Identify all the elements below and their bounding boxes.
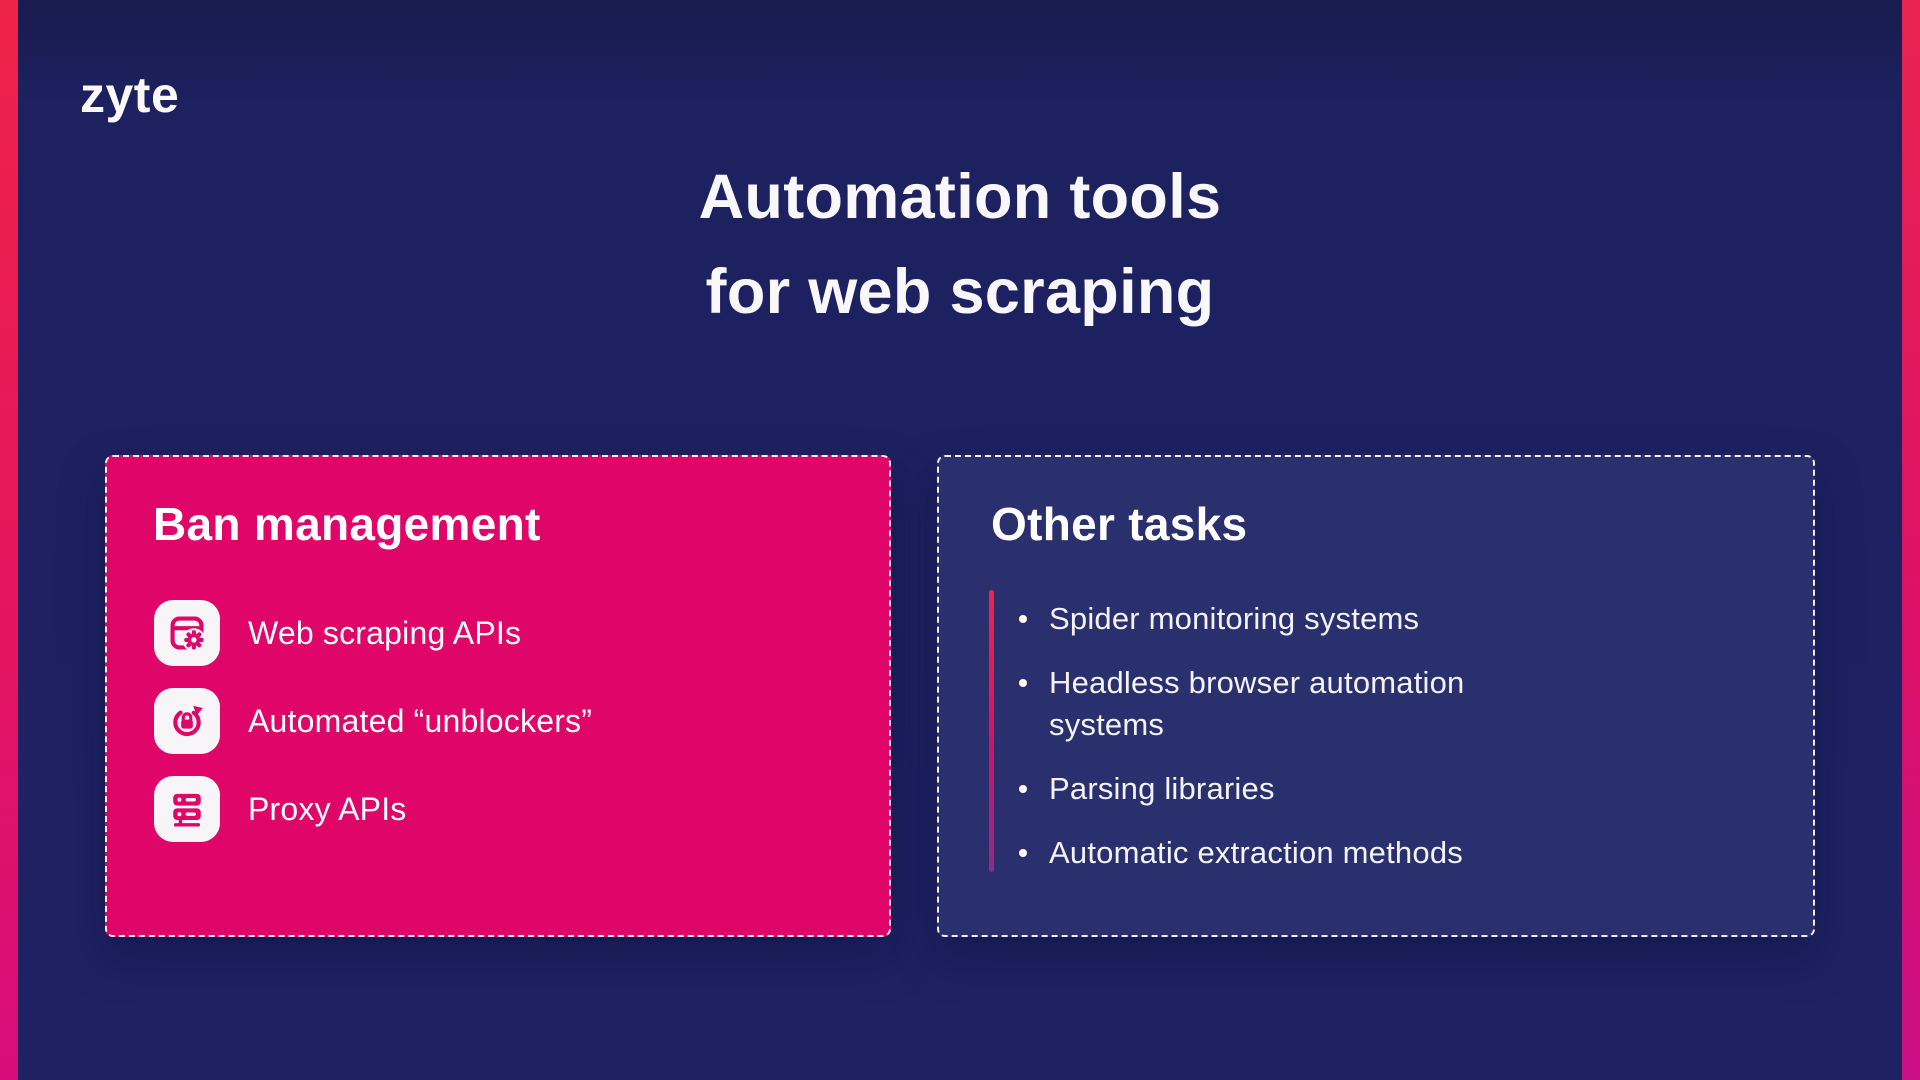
ban-management-title: Ban management bbox=[153, 498, 541, 550]
list-item: Automated “unblockers” bbox=[154, 688, 859, 754]
page-title: Automation tools for web scraping bbox=[0, 150, 1920, 339]
gradient-accent-line bbox=[989, 590, 994, 872]
other-tasks-title: Other tasks bbox=[991, 498, 1248, 550]
other-tasks-card: Other tasks Spider monitoring systems He… bbox=[937, 455, 1815, 937]
zyte-logo: zyte bbox=[80, 67, 180, 123]
list-item: Web scraping APIs bbox=[154, 600, 859, 666]
page-title-line1: Automation tools bbox=[698, 162, 1222, 232]
list-item: Headless browser automation systems bbox=[989, 662, 1509, 746]
ban-management-list: Web scraping APIs Automated “unblockers” bbox=[154, 600, 859, 864]
list-item: Automatic extraction methods bbox=[989, 832, 1509, 874]
server-stack-icon bbox=[154, 776, 220, 842]
browser-gear-icon bbox=[154, 600, 220, 666]
list-item: Proxy APIs bbox=[154, 776, 859, 842]
page-title-line2: for web scraping bbox=[705, 256, 1215, 327]
right-gradient-stripe bbox=[1902, 0, 1920, 1080]
list-item-label: Proxy APIs bbox=[248, 790, 407, 827]
ban-management-card: Ban management bbox=[105, 455, 891, 937]
list-item-label: Automated “unblockers” bbox=[248, 702, 593, 739]
refresh-lock-icon bbox=[154, 688, 220, 754]
list-item-label: Web scraping APIs bbox=[248, 614, 522, 651]
other-tasks-list: Spider monitoring systems Headless brows… bbox=[989, 590, 1549, 896]
list-item: Parsing libraries bbox=[989, 768, 1509, 810]
list-item: Spider monitoring systems bbox=[989, 598, 1509, 640]
left-gradient-stripe bbox=[0, 0, 18, 1080]
